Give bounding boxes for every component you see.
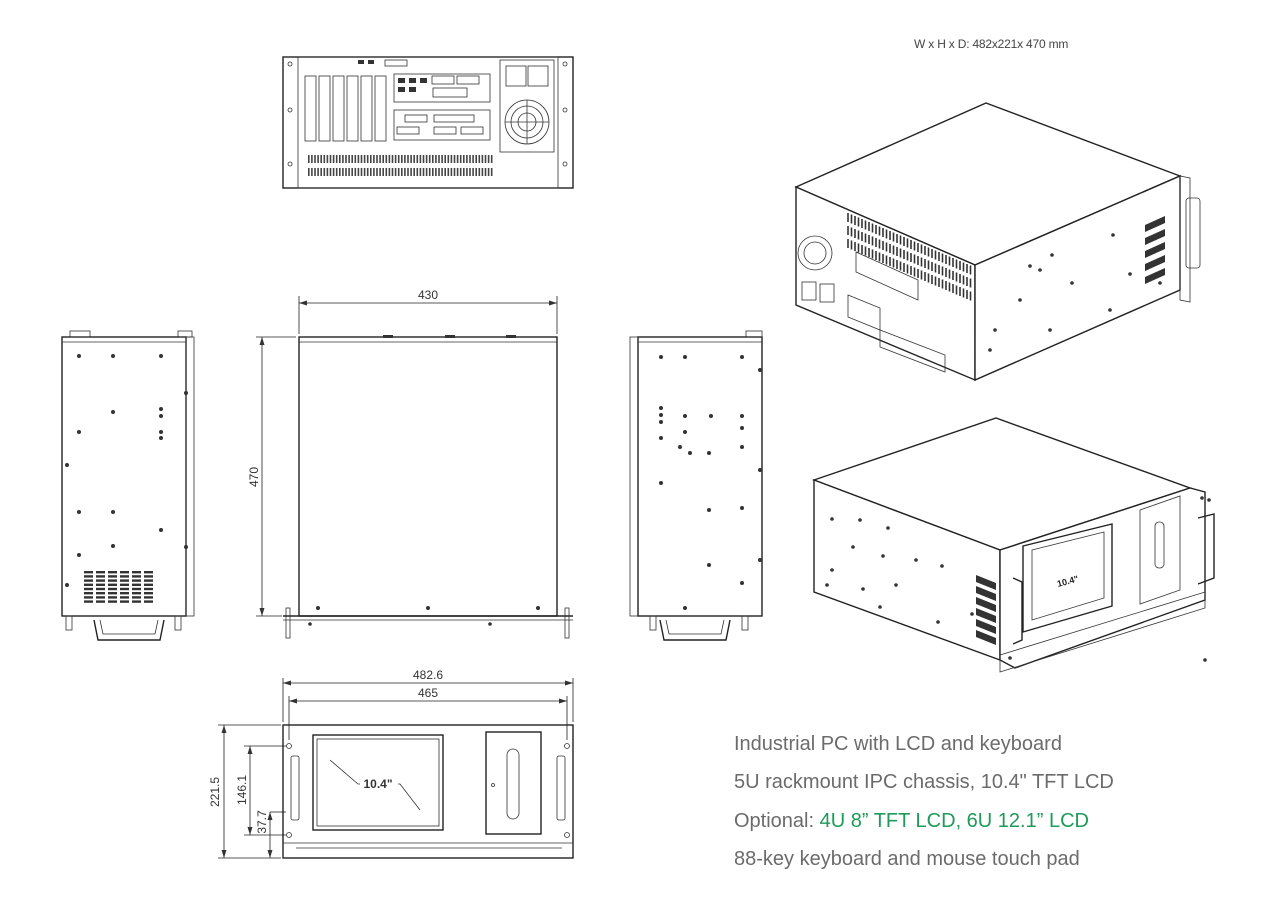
left-side-view	[61, 330, 195, 641]
front-view: 10.4" 482.6 465 221.5 146.1 37.7	[208, 668, 574, 859]
lcd-screen: 10.4"	[312, 734, 444, 831]
expansion-slots	[304, 75, 387, 142]
rear-view	[282, 56, 574, 189]
isometric-rear-view	[794, 102, 1201, 382]
dim-front-inner-width: 465	[418, 686, 438, 700]
isometric-front-view: 10.4"	[811, 417, 1215, 673]
left-side-vents	[84, 571, 153, 603]
dim-top-width: 430	[418, 288, 438, 302]
top-view: 430 470	[247, 288, 573, 639]
options-prefix: Optional:	[734, 810, 820, 832]
description-line-4: 88-key keyboard and mouse touch pad	[734, 848, 1080, 870]
dim-front-height: 221.5	[208, 777, 222, 807]
dim-front-overall-width: 482.6	[413, 668, 443, 682]
iso-rear-screws	[988, 233, 1162, 352]
rear-vents	[308, 155, 493, 176]
right-side-view	[629, 330, 763, 641]
dim-top-depth: 470	[247, 467, 261, 487]
dim-front-mid-height: 146.1	[235, 775, 249, 805]
dim-front-low-height: 37.7	[255, 810, 269, 834]
iso-front-screws	[825, 496, 1211, 662]
left-side-screws	[65, 354, 188, 587]
dimensions-label: W x H x D: 482x221x 470 mm	[914, 37, 1069, 51]
iso-rear-vents	[847, 213, 1165, 301]
lcd-size-label: 10.4"	[363, 777, 392, 791]
right-side-screws	[659, 355, 762, 610]
options-list: 4U 8” TFT LCD, 6U 12.1” LCD	[819, 810, 1089, 832]
description-line-1: Industrial PC with LCD and keyboard	[734, 733, 1062, 755]
description-line-2: 5U rackmount IPC chassis, 10.4" TFT LCD	[734, 771, 1114, 793]
power-supply	[499, 59, 555, 153]
iso-front-vents	[976, 575, 996, 645]
description-line-3: Optional: 4U 8” TFT LCD, 6U 12.1” LCD	[734, 810, 1089, 833]
